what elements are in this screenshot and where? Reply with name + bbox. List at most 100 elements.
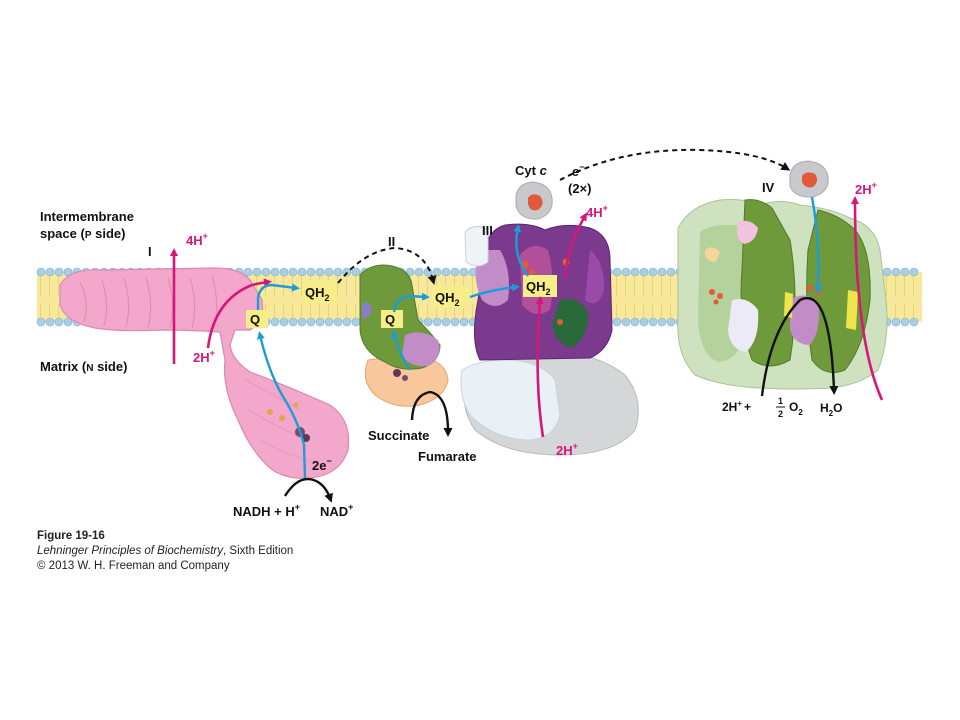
lipid-head [648, 317, 658, 327]
oxygen-text: O2 [789, 400, 803, 417]
quinone-label-c1: Q [250, 312, 260, 327]
electron-arrow-c2-path [391, 330, 411, 371]
half-numerator: 1 [778, 396, 783, 406]
nadh-reaction-arrow [283, 477, 333, 503]
lipid-head [648, 267, 658, 277]
two-electron-label: 2e− [312, 456, 332, 473]
lipid-head [882, 267, 892, 277]
lipid-head [288, 267, 298, 277]
lipid-head [459, 317, 469, 327]
lipid-head [423, 317, 433, 327]
oxygen-reaction-arrow [760, 297, 839, 397]
proton-arrow-c4-pump [851, 196, 884, 401]
lipid-head [351, 267, 361, 277]
lipid-head [315, 317, 325, 327]
complex-iv-protein [677, 199, 888, 390]
lipid-head [36, 267, 46, 277]
lipid-head [441, 267, 451, 277]
electron-arrow-c2-to-qh2 [392, 292, 430, 313]
lipid-head [405, 267, 415, 277]
lipid-head [288, 317, 298, 327]
lipid-head [63, 317, 73, 327]
lipid-head [909, 317, 919, 327]
lipid-head [432, 317, 442, 327]
lipid-head [252, 267, 262, 277]
lipid-head [54, 317, 64, 327]
proton-arrow-c1-uptake [206, 278, 272, 349]
lipid-head [342, 317, 352, 327]
quinol-box-c1 [303, 281, 337, 303]
dashed-arrow-c2-qh2 [337, 246, 437, 285]
quinol-label-c2: QH2 [435, 290, 460, 308]
lipid-head [333, 317, 343, 327]
copyright-line: © 2013 W. H. Freeman and Company [37, 560, 230, 572]
proton-arrows [170, 196, 884, 438]
lipid-head [666, 317, 676, 327]
intermembrane-label: Intermembrane [40, 209, 134, 224]
nad-label: NAD+ [320, 502, 353, 519]
lipid-head [243, 267, 253, 277]
lipid-head [333, 267, 343, 277]
lipid-head [630, 267, 640, 277]
complex-iv-label: IV [762, 180, 775, 195]
electron-arrows [256, 196, 823, 479]
intermembrane-space-label: space (P side) [40, 226, 125, 241]
lipid-head [279, 317, 289, 327]
proton-label-c4-2h: 2H+ [855, 180, 877, 197]
proton-label-c1-2h: 2H+ [193, 348, 215, 365]
two-times-label: (2×) [568, 181, 591, 196]
book-title: Lehninger Principles of Biochemistry [37, 545, 224, 557]
lipid-head [450, 267, 460, 277]
book-edition: , Sixth Edition [223, 545, 294, 557]
oxygen-protons-text: 2H++ [722, 399, 751, 414]
lipid-head [45, 267, 55, 277]
dashed-arrow-cytc-transfer [559, 148, 791, 181]
quinol-box-c2 [432, 286, 468, 308]
lipid-head [270, 317, 280, 327]
complex-i-label: I [148, 244, 152, 259]
lipid-head [657, 317, 667, 327]
electron-arrow-c1-path [256, 331, 307, 479]
lipid-head [54, 267, 64, 277]
quinol-label-c3: QH2 [526, 279, 551, 297]
lipid-head [261, 267, 271, 277]
electron-arrow-c3-to-cytc [513, 224, 529, 277]
book-citation: Lehninger Principles of Biochemistry, Si… [37, 544, 293, 559]
cytochrome-c-molecule [515, 181, 553, 220]
nadh-label: NADH + H+ [233, 502, 300, 519]
figure-caption: Figure 19-16 Lehninger Principles of Bio… [37, 529, 293, 574]
lipid-head [891, 317, 901, 327]
proton-label-c1-4h: 4H+ [186, 231, 208, 248]
lipid-head [621, 317, 631, 327]
matrix-label: Matrix (N side) [40, 359, 127, 374]
complex-iii-label: III [482, 223, 493, 238]
quinol-label-c1: QH2 [305, 285, 330, 303]
half-denominator: 2 [778, 409, 783, 419]
lipid-head [414, 267, 424, 277]
lipid-head [297, 317, 307, 327]
quinol-box-c3 [523, 275, 557, 297]
lipid-head [612, 317, 622, 327]
lipid-head [351, 317, 361, 327]
cytochrome-c-molecule-iv [789, 160, 829, 198]
lipid-head [639, 267, 649, 277]
lipid-head [36, 317, 46, 327]
lipid-head [441, 317, 451, 327]
lipid-head [621, 267, 631, 277]
cytochrome-c-label: Cyt c [515, 163, 548, 178]
complex-iii-protein [460, 223, 639, 456]
lipid-head [306, 267, 316, 277]
quinone-box-c2 [381, 310, 403, 328]
water-label: H2O [820, 401, 842, 418]
proton-arrow-c3-release [563, 212, 588, 279]
proton-label-c3-4h: 4H+ [586, 203, 608, 220]
lipid-head [909, 267, 919, 277]
lipid-head [900, 317, 910, 327]
lipid-head [450, 317, 460, 327]
fumarate-label: Fumarate [418, 449, 477, 464]
lipid-head [270, 267, 280, 277]
lipid-head [900, 267, 910, 277]
lipid-head [639, 317, 649, 327]
